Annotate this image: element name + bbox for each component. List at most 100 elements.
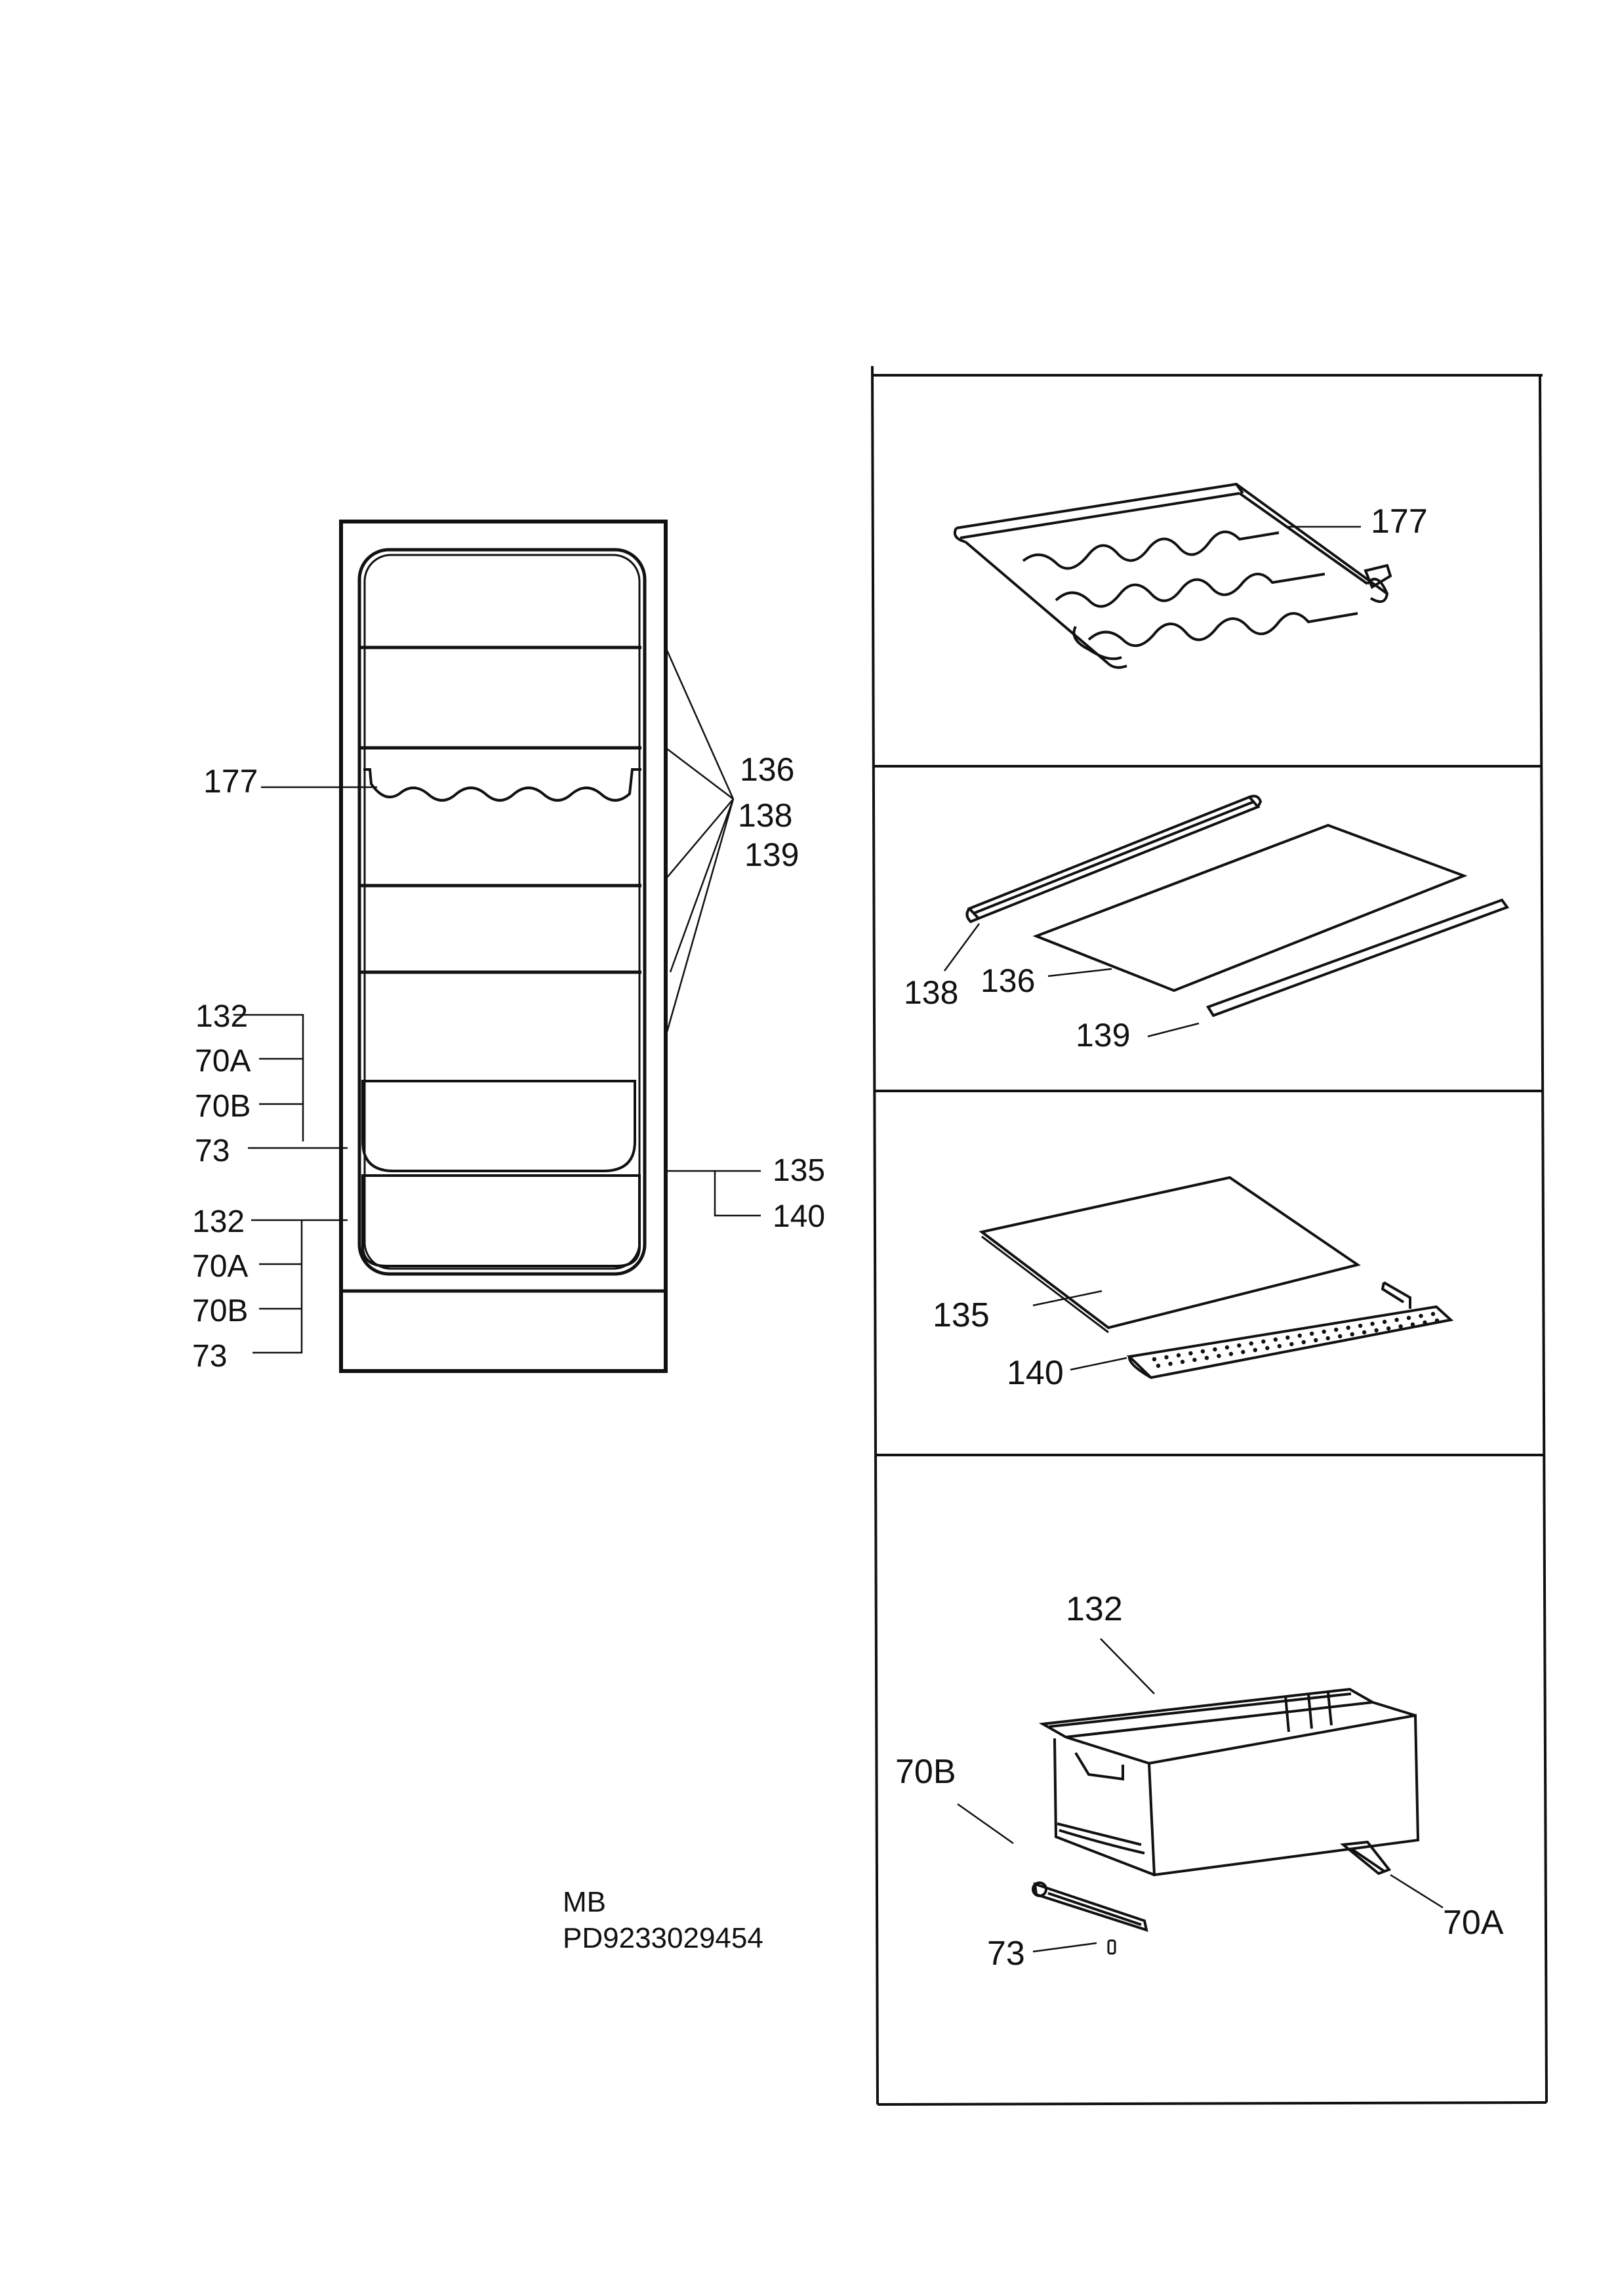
- vent-hole: [1297, 1333, 1302, 1338]
- vent-hole: [1192, 1357, 1197, 1363]
- leader-136-detail: [1047, 968, 1112, 977]
- vent-trim-140-drawing: [1126, 1281, 1454, 1380]
- label-73-lower: 73: [192, 1339, 227, 1374]
- vent-hole: [1180, 1359, 1185, 1364]
- vent-hole: [1314, 1338, 1318, 1343]
- leader-132-detail: [1100, 1638, 1155, 1694]
- vent-hole: [1213, 1347, 1217, 1352]
- vent-hole: [1261, 1339, 1266, 1344]
- leader-lower-bracket: [253, 1220, 303, 1354]
- glass-shelf-136-drawing: [1032, 823, 1468, 993]
- leader-70A-detail: [1390, 1874, 1444, 1909]
- panel-glass-shelf: 138 136 139: [904, 794, 1510, 1054]
- label-140-detail: 140: [1007, 1354, 1064, 1392]
- vent-hole: [1168, 1361, 1173, 1366]
- drawer-132-drawing: [1038, 1687, 1420, 1877]
- vent-hole: [1362, 1330, 1367, 1335]
- vent-hole: [1273, 1337, 1278, 1342]
- clip-73-drawing: [1107, 1939, 1116, 1955]
- label-139: 139: [744, 836, 799, 873]
- vent-hole: [1374, 1328, 1379, 1333]
- slide-rail-70A-drawing: [1340, 1840, 1392, 1876]
- label-139-detail: 139: [1076, 1017, 1130, 1054]
- vent-hole: [1325, 1336, 1330, 1341]
- label-135: 135: [773, 1153, 825, 1188]
- vent-hole: [1338, 1334, 1343, 1339]
- upper-drawer-outline: [361, 1080, 636, 1172]
- vent-hole: [1370, 1321, 1375, 1326]
- rear-trim-drawing: [965, 794, 1263, 924]
- vent-hole: [1434, 1318, 1440, 1323]
- leader-70B-detail: [957, 1803, 1014, 1845]
- detail-panels: 177 138 136 139: [871, 365, 1548, 2106]
- vent-hole: [1346, 1325, 1350, 1330]
- vent-hole: [1430, 1311, 1436, 1317]
- leader-140: [714, 1171, 761, 1217]
- glass-shelf-135-drawing: [979, 1176, 1361, 1330]
- label-177-detail: 177: [1371, 502, 1428, 541]
- label-70A-upper: 70A: [195, 1044, 251, 1078]
- vent-hole: [1217, 1353, 1221, 1359]
- vent-hole: [1322, 1329, 1326, 1334]
- vent-hole: [1228, 1351, 1234, 1357]
- glass-shelf-135-edge: [981, 1235, 1109, 1334]
- vent-hole: [1410, 1322, 1415, 1327]
- appliance-overview: 177 136 138 139 132 70A 70B 73 135 140 1…: [192, 520, 825, 1374]
- vent-hole: [1301, 1340, 1306, 1345]
- vent-hole: [1188, 1351, 1193, 1356]
- vent-hole: [1285, 1335, 1290, 1340]
- inner-liner: [357, 548, 647, 1276]
- vent-hole: [1386, 1326, 1391, 1331]
- vent-holes: [1152, 1311, 1440, 1368]
- vent-hole: [1265, 1345, 1270, 1351]
- vent-hole: [1406, 1315, 1411, 1321]
- vent-hole: [1249, 1341, 1254, 1346]
- vent-hole: [1350, 1332, 1354, 1337]
- vent-hole: [1164, 1355, 1169, 1360]
- vent-hole: [1423, 1320, 1427, 1325]
- panel-wine-rack: 177: [953, 482, 1428, 669]
- leader-upper-drawer: [233, 1014, 304, 1141]
- label-136-detail: 136: [981, 962, 1035, 999]
- footer-model-block: MB PD9233029454: [563, 1884, 763, 1956]
- front-trim-139-drawing: [1206, 898, 1510, 1017]
- label-138-detail: 138: [904, 974, 958, 1011]
- inner-liner-inset: [363, 554, 641, 1270]
- vent-hole: [1253, 1347, 1258, 1353]
- vent-hole: [1156, 1363, 1161, 1368]
- label-70B-lower: 70B: [192, 1294, 248, 1328]
- vent-hole: [1419, 1313, 1423, 1319]
- vent-hole: [1382, 1319, 1387, 1324]
- vent-hole: [1358, 1323, 1363, 1328]
- vent-hole: [1224, 1345, 1230, 1350]
- label-135-detail: 135: [933, 1296, 990, 1334]
- vent-hole: [1398, 1324, 1403, 1329]
- vent-hole: [1277, 1343, 1282, 1349]
- vent-hole: [1237, 1343, 1242, 1348]
- label-132-detail: 132: [1066, 1590, 1123, 1628]
- vent-hole: [1152, 1357, 1157, 1362]
- leader-shelves-2: [665, 798, 735, 973]
- vent-hole: [1394, 1317, 1399, 1322]
- vent-hole: [1204, 1355, 1209, 1361]
- label-70A-lower: 70A: [192, 1249, 248, 1284]
- slide-rail-70B-drawing: [1032, 1881, 1148, 1932]
- vent-hole: [1200, 1349, 1205, 1354]
- panel-bottom-shelf: 135 140: [933, 1176, 1454, 1392]
- label-140: 140: [773, 1199, 825, 1234]
- wine-rack-outline: [363, 768, 641, 802]
- vent-hole: [1334, 1327, 1339, 1332]
- footer-model-code: MB: [563, 1886, 606, 1918]
- panel-drawer: 132 70B 70A 73: [895, 1590, 1504, 1973]
- label-73-detail: 73: [987, 1935, 1025, 1973]
- cabinet-outline: [339, 520, 668, 1373]
- label-70B-upper: 70B: [195, 1089, 251, 1124]
- label-73-upper: 73: [195, 1134, 230, 1168]
- leader-139-detail: [1147, 1022, 1200, 1038]
- label-136: 136: [740, 751, 794, 788]
- wine-rack-drawing: [953, 482, 1392, 669]
- label-70B-detail: 70B: [895, 1753, 956, 1791]
- panel-frame-left: [871, 365, 879, 2105]
- leader-135-detail: [1032, 1290, 1102, 1307]
